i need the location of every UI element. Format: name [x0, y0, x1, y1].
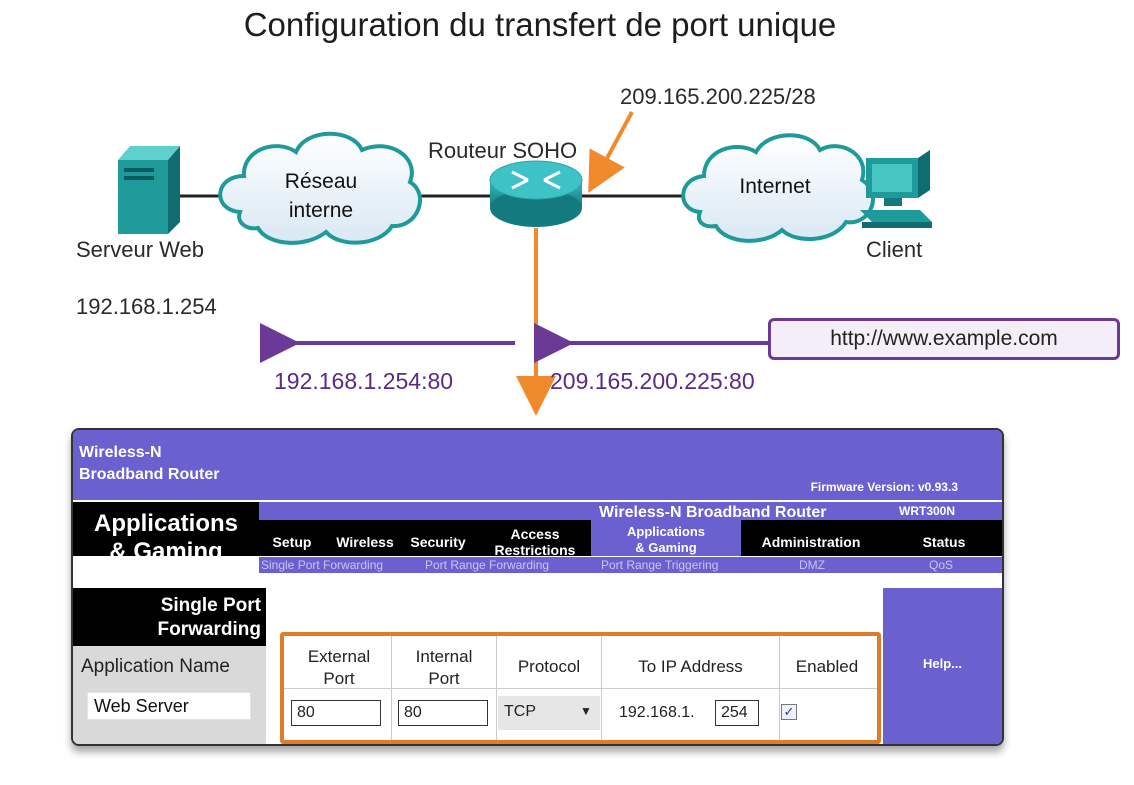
- tab-access-restrictions[interactable]: Access Restrictions: [485, 526, 585, 558]
- tab-apps-line-1: Applications: [626, 524, 705, 539]
- help-link[interactable]: Help...: [922, 656, 962, 671]
- enabled-checkbox[interactable]: ✓: [781, 704, 797, 720]
- header-external-line-2: Port: [323, 669, 355, 688]
- server-ip-label: 192.168.1.254: [76, 294, 217, 319]
- model-number: WRT300N: [899, 504, 956, 518]
- section-title-line-1: Applications: [93, 510, 238, 537]
- subtab-port-range-triggering[interactable]: Port Range Triggering: [601, 558, 719, 572]
- table-header-divider: [283, 688, 879, 689]
- col-divider-1: [391, 636, 392, 742]
- tab-setup[interactable]: Setup: [272, 534, 312, 550]
- protocol-value: TCP: [504, 703, 536, 720]
- header-external-line-1: External: [307, 647, 371, 666]
- section-title: Applications & Gaming: [73, 510, 259, 566]
- ip-prefix: 192.168.1.: [619, 704, 695, 721]
- col-divider-4: [779, 636, 780, 742]
- subtab-single-port-forwarding[interactable]: Single Port Forwarding: [261, 558, 384, 572]
- wan-pointer-arrow: [588, 111, 634, 194]
- nav-active-bg: [591, 520, 741, 556]
- brand-line-2: Broadband Router: [79, 466, 220, 483]
- nav-banner: [259, 502, 1002, 520]
- cloud-internal-icon: [218, 131, 422, 245]
- tab-administration[interactable]: Administration: [761, 534, 861, 550]
- tab-access-line-1: Access: [510, 526, 560, 542]
- server-icon: [118, 146, 180, 234]
- header-external-port: External Port: [287, 646, 391, 690]
- header-internal-port: Internal Port: [392, 646, 496, 690]
- application-name-header: Application Name: [81, 656, 230, 677]
- subtab-qos[interactable]: QoS: [929, 558, 954, 572]
- tab-apps-line-2: & Gaming: [635, 540, 697, 555]
- help-column: [883, 588, 1002, 744]
- subtab-port-range-forwarding[interactable]: Port Range Forwarding: [425, 558, 550, 572]
- header-internal-line-2: Port: [428, 669, 460, 688]
- cloud-internet-icon: [681, 133, 875, 243]
- topology-diagram: [118, 111, 932, 416]
- external-port-input[interactable]: 80: [291, 700, 381, 726]
- col-divider-2: [496, 636, 497, 742]
- tab-wireless[interactable]: Wireless: [336, 534, 394, 550]
- public-ip-label: 209.165.200.225/28: [620, 84, 816, 109]
- header-to-ip-address: To IP Address: [638, 657, 743, 676]
- tab-security[interactable]: Security: [410, 534, 466, 550]
- protocol-select[interactable]: TCP ▼: [498, 696, 600, 730]
- internal-cloud-label: Réseau interne: [284, 170, 358, 222]
- server-label: Serveur Web: [76, 237, 204, 262]
- sidebar-title-line-2: Forwarding: [157, 619, 261, 640]
- client-pc-icon: [860, 150, 932, 228]
- panel-header: Wireless-N Broadband Router Firmware Ver…: [73, 430, 1002, 500]
- sidebar-title-line-1: Single Port: [160, 595, 261, 616]
- tab-access-line-2: Restrictions: [494, 542, 576, 558]
- internet-cloud-label: Internet: [739, 175, 811, 198]
- nav-banner-text: Wireless-N Broadband Router: [599, 504, 827, 521]
- application-name-input[interactable]: Web Server: [87, 692, 251, 720]
- highlight-frame: [280, 632, 881, 744]
- router-label: Routeur SOHO: [428, 138, 578, 163]
- url-box: http://www.example.com: [768, 318, 1120, 360]
- subtab-dmz[interactable]: DMZ: [799, 558, 825, 572]
- chevron-down-icon: ▼: [580, 704, 592, 718]
- page-title: Configuration du transfert de port uniqu…: [243, 6, 837, 43]
- header-enabled: Enabled: [795, 657, 859, 676]
- router-config-panel: Wireless-N Broadband Router Firmware Ver…: [71, 428, 1004, 746]
- client-label: Client: [866, 237, 923, 262]
- brand-line-1: Wireless-N: [79, 444, 162, 461]
- section-title-line-2: & Gaming: [109, 538, 223, 565]
- panel-spacer: [73, 573, 1002, 585]
- sidebar-title: Single Port Forwarding: [73, 594, 261, 642]
- sub-nav: Single Port Forwarding Port Range Forwar…: [259, 557, 1002, 573]
- col-divider-3: [601, 636, 602, 742]
- internal-port-input[interactable]: 80: [398, 700, 488, 726]
- tab-applications-gaming[interactable]: Applications & Gaming: [591, 524, 741, 556]
- router-icon: [489, 160, 583, 227]
- header-protocol: Protocol: [517, 657, 581, 676]
- header-internal-line-1: Internal: [415, 647, 473, 666]
- public-dest-label: 209.165.200.225:80: [550, 368, 755, 394]
- firmware-version: Firmware Version: v0.93.3: [810, 480, 958, 494]
- tab-status[interactable]: Status: [922, 534, 966, 550]
- ip-last-octet-input[interactable]: 254: [715, 700, 759, 726]
- sidebar-header: [73, 588, 266, 646]
- translated-dest-label: 192.168.1.254:80: [274, 368, 454, 394]
- router-brand: Wireless-N Broadband Router: [79, 442, 219, 486]
